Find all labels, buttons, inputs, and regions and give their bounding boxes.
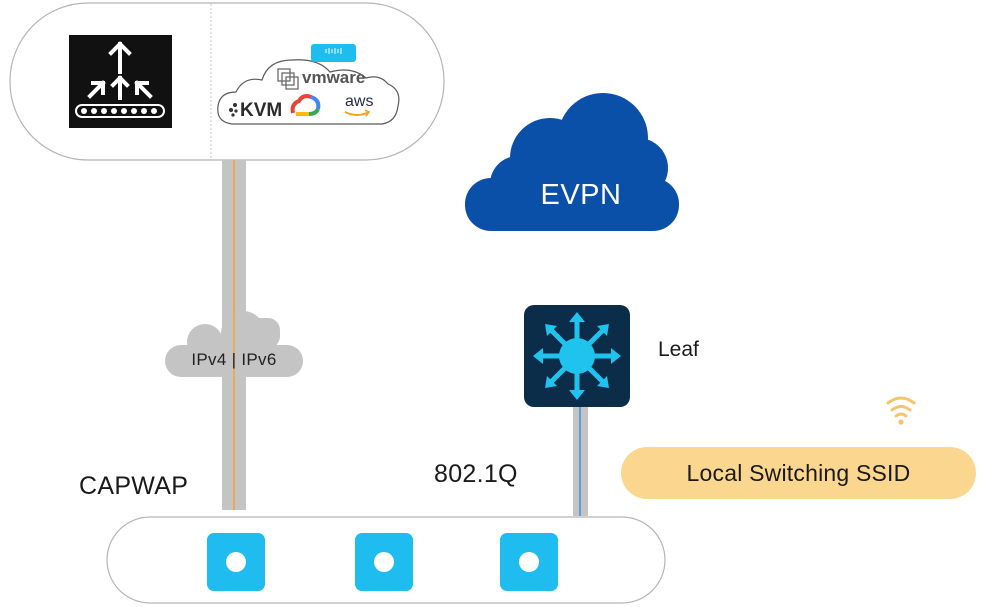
aws-arrow-icon — [364, 109, 371, 117]
kvm-logo: KVM — [240, 100, 282, 121]
ssid-pill: Local Switching SSID — [621, 447, 976, 499]
capwap-label: CAPWAP — [79, 472, 189, 500]
evpn-label: EVPN — [540, 179, 622, 211]
wifi-icon — [886, 396, 916, 418]
virtualization-platforms-cloud: vmware KVM aws — [217, 44, 400, 125]
kvm-icon — [229, 103, 238, 117]
leaf-label: Leaf — [658, 338, 699, 361]
aws-smile-icon — [344, 111, 370, 116]
wifi-dot — [898, 419, 904, 425]
access-point-icon — [355, 533, 413, 591]
aws-logo: aws — [345, 93, 373, 110]
ssid-label: Local Switching SSID — [686, 459, 911, 486]
ip-transport-label: IPv4 | IPv6 — [191, 350, 277, 369]
vmware-icon — [277, 68, 299, 90]
vmware-logo: vmware — [302, 68, 365, 87]
cloud-icon — [465, 93, 679, 231]
dot1q-label: 802.1Q — [434, 460, 518, 488]
wireless-controller-icon — [69, 35, 172, 128]
access-point-icon — [500, 533, 558, 591]
google-cloud-icon — [290, 94, 321, 116]
access-point-icon — [207, 533, 265, 591]
cisco-badge — [311, 44, 356, 62]
layer3-switch-icon — [524, 305, 630, 407]
